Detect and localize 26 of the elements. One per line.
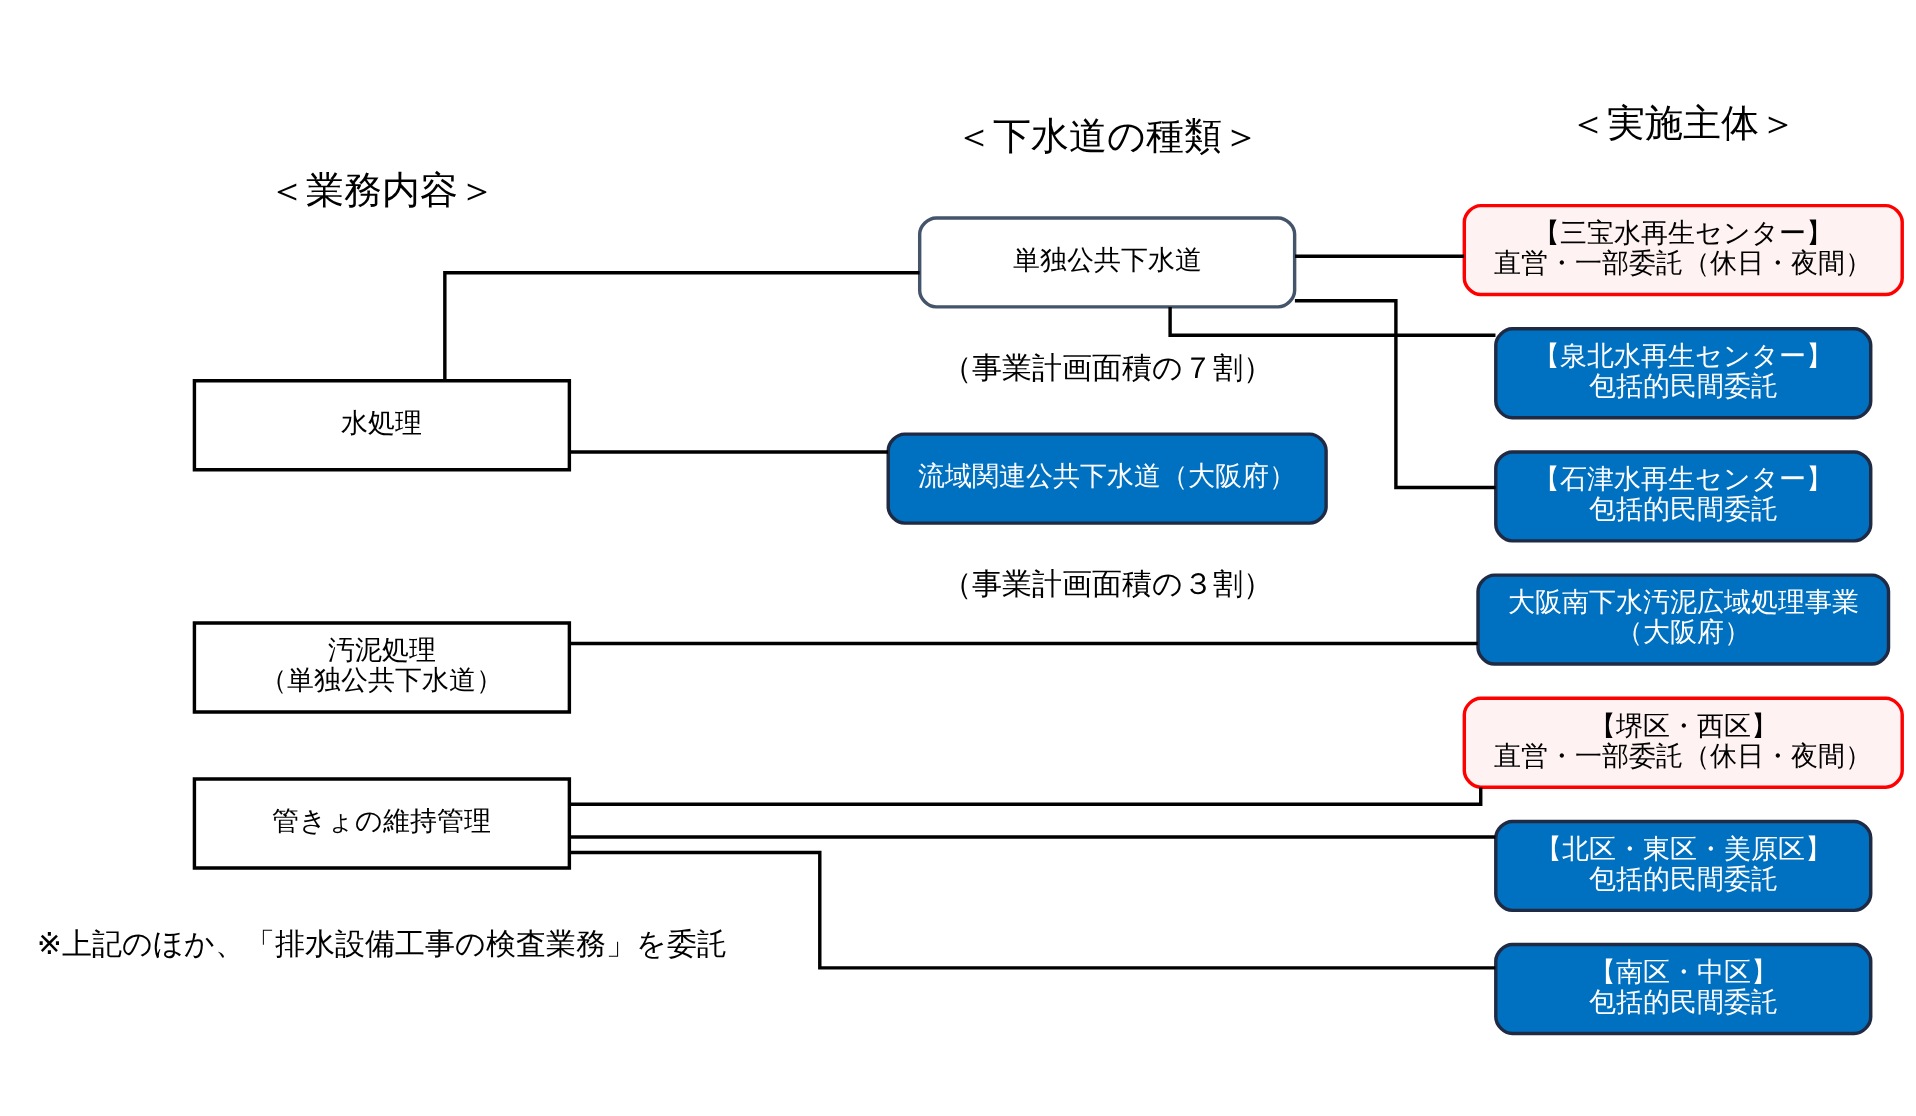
node-box: 水処理: [192, 379, 572, 472]
connector: [1294, 299, 1496, 490]
node-box: 単独公共下水道: [917, 216, 1297, 309]
node-box: 【南区・中区】 包括的民間委託: [1494, 942, 1873, 1036]
node-box: 流域関連公共下水道（大阪府）: [886, 432, 1328, 525]
connector: [1295, 254, 1465, 258]
label: ＜下水道の種類＞: [954, 112, 1260, 158]
label: ※上記のほか、「排水設備工事の検査業務」を委託: [36, 926, 727, 962]
node-box: 【北区・東区・美原区】 包括的民間委託: [1494, 819, 1873, 913]
connector: [569, 850, 1496, 970]
connector: [443, 270, 920, 381]
node-box: 汚泥処理 （単独公共下水道）: [192, 621, 572, 714]
label: ＜実施主体＞: [1569, 100, 1798, 146]
node-label: （事業計画面積の３割）: [941, 566, 1273, 602]
node-box: 管きょの維持管理: [192, 777, 572, 870]
connector: [569, 641, 1478, 646]
node-box: 【泉北水再生センター】 包括的民間委託: [1494, 327, 1873, 420]
node-box: 【堺区・西区】 直営・一部委託（休日・夜間）: [1462, 696, 1904, 789]
label: ＜業務内容＞: [267, 167, 496, 213]
node-box: 大阪南下水汚泥広域処理事業 （大阪府）: [1476, 573, 1891, 666]
connector: [569, 835, 1496, 839]
connector: [569, 450, 889, 454]
node-box: 【石津水再生センター】 包括的民間委託: [1494, 450, 1873, 543]
connector: [569, 787, 1483, 807]
node-box: 【三宝水再生センター】 直営・一部委託（休日・夜間）: [1462, 203, 1904, 297]
node-label: （事業計画面積の７割）: [941, 350, 1273, 386]
